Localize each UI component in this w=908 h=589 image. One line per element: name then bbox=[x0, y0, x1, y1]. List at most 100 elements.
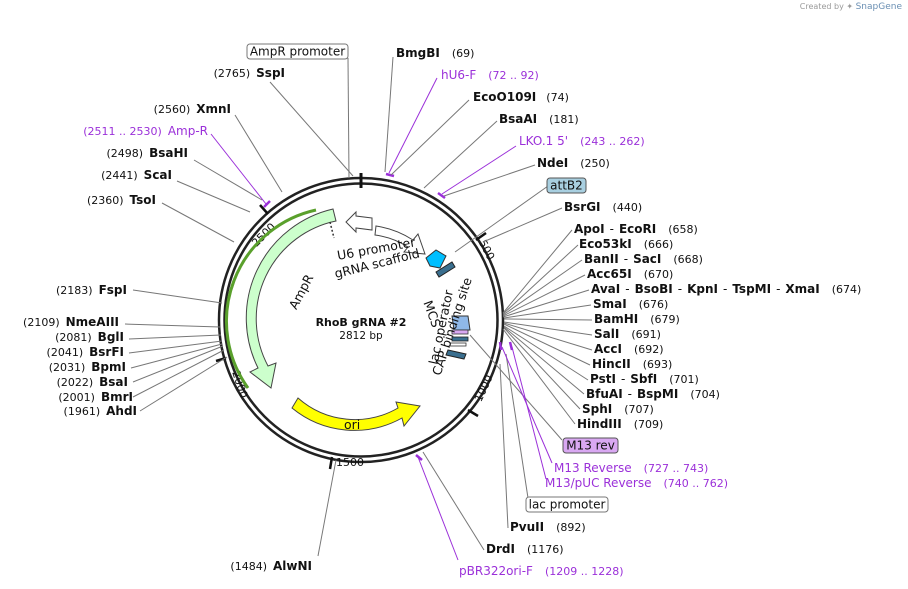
leader-ndei bbox=[443, 164, 536, 197]
site-ampr-primer[interactable]: (2511 .. 2530)Amp-R bbox=[83, 124, 208, 138]
site-xmni[interactable]: (2560)XmnI bbox=[154, 102, 231, 116]
site-scai[interactable]: (2441)ScaI bbox=[101, 168, 172, 182]
leader-attb2 bbox=[454, 185, 549, 253]
leader-pvuii bbox=[499, 363, 509, 529]
leader-acc65i bbox=[502, 274, 586, 317]
ampr-feature[interactable] bbox=[224, 208, 337, 389]
m13rev-label: M13 rev bbox=[566, 439, 615, 453]
site-smai[interactable]: SmaI(676) bbox=[593, 297, 668, 311]
site-m13-reverse[interactable]: M13 Reverse(727 .. 743) bbox=[554, 461, 708, 475]
ampr-promoter-arrow[interactable] bbox=[345, 210, 373, 234]
leader-bpmi bbox=[130, 343, 223, 369]
leader-m13puc bbox=[511, 346, 547, 480]
leader-hindiii bbox=[502, 328, 576, 425]
site-sali[interactable]: SalI(691) bbox=[594, 327, 661, 341]
site-acc65i[interactable]: Acc65I(670) bbox=[587, 267, 673, 281]
site-bpmi[interactable]: (2031)BpmI bbox=[49, 360, 126, 374]
leader-lko1 bbox=[441, 145, 517, 195]
site-eco53ki[interactable]: Eco53kI(666) bbox=[579, 237, 673, 251]
site-apoi[interactable]: ApoI-EcoRI(658) bbox=[574, 222, 698, 236]
leader-bsrgi bbox=[482, 207, 563, 243]
ori-label: ori bbox=[344, 417, 360, 432]
site-bsahi[interactable]: (2498)BsaHI bbox=[107, 146, 188, 160]
lac-operator-shape[interactable] bbox=[451, 336, 469, 342]
lac-promoter-shape[interactable] bbox=[449, 342, 467, 347]
site-hincii[interactable]: HincII(693) bbox=[592, 357, 672, 371]
ampr-primer-marker bbox=[263, 200, 271, 208]
site-bgli[interactable]: (2081)BglI bbox=[55, 330, 124, 344]
site-banii[interactable]: BanII-SacI(668) bbox=[584, 252, 703, 266]
boxed-labels: AmpR promoter attB2 M13 rev lac promoter bbox=[246, 43, 619, 513]
leader-hu6f bbox=[388, 77, 438, 174]
leader-bamhi bbox=[503, 318, 593, 321]
snapgene-logo-icon: ✦ bbox=[846, 2, 854, 11]
leader-drdi bbox=[422, 451, 485, 551]
ampr-dotted-mark bbox=[329, 221, 335, 239]
site-drdi[interactable]: DrdI(1176) bbox=[486, 542, 564, 556]
leader-bsaai bbox=[423, 120, 498, 189]
grna-scaffold-shape[interactable] bbox=[425, 249, 447, 269]
leader-hincii bbox=[503, 323, 591, 366]
site-ndei[interactable]: NdeI(250) bbox=[537, 156, 610, 170]
leader-sphi bbox=[503, 327, 581, 410]
leader-apoi bbox=[502, 229, 573, 314]
leader-sali bbox=[503, 321, 593, 336]
site-hindiii[interactable]: HindIII(709) bbox=[577, 417, 663, 431]
pbr322-marker bbox=[415, 454, 423, 461]
site-sspi[interactable]: (2765)SspI bbox=[214, 66, 285, 80]
leader-alwni bbox=[317, 459, 337, 557]
plasmid-size: 2812 bp bbox=[339, 330, 383, 342]
site-lko1[interactable]: LKO.1 5'(243 .. 262) bbox=[519, 134, 645, 148]
site-bsaai[interactable]: BsaAI(181) bbox=[499, 112, 579, 126]
leader-pbr322 bbox=[417, 456, 459, 561]
site-bmri[interactable]: (2001)BmrI bbox=[58, 390, 133, 404]
site-fspi[interactable]: (2183)FspI bbox=[56, 283, 127, 297]
leader-banii bbox=[502, 259, 583, 316]
site-avai[interactable]: AvaI-BsoBI-KpnI-TspMI-XmaI(674) bbox=[591, 282, 861, 296]
site-tsoi[interactable]: (2360)TsoI bbox=[87, 193, 156, 207]
site-eco0109i[interactable]: EcoO109I(74) bbox=[473, 90, 569, 104]
site-bmgbi[interactable]: BmgBI(69) bbox=[396, 46, 474, 60]
tick-500 bbox=[475, 231, 487, 242]
site-m13puc-reverse[interactable]: M13/pUC Reverse(740 .. 762) bbox=[545, 476, 728, 490]
site-bfuai[interactable]: BfuAI-BspMI(704) bbox=[586, 387, 720, 401]
tick-1000 bbox=[467, 408, 479, 418]
leader-bsrfi bbox=[128, 340, 223, 354]
site-hu6f[interactable]: hU6-F(72 .. 92) bbox=[441, 68, 539, 82]
scale-label-1000: 1000 bbox=[472, 373, 496, 404]
ampr-promoter-box[interactable] bbox=[246, 43, 349, 60]
attb2-shape[interactable] bbox=[435, 261, 456, 278]
leader-fspi bbox=[132, 289, 223, 304]
primer-leader-lines bbox=[210, 77, 553, 561]
snapgene-credit: Created by ✦ SnapGene bbox=[800, 2, 902, 12]
leader-ampr-primer bbox=[210, 133, 267, 205]
site-sphi[interactable]: SphI(707) bbox=[582, 402, 654, 416]
attb2-box[interactable] bbox=[546, 177, 587, 194]
site-bsai[interactable]: (2022)BsaI bbox=[57, 375, 128, 389]
backbone bbox=[217, 173, 505, 464]
cap-binding-shape[interactable] bbox=[445, 349, 467, 360]
mcs-shape[interactable] bbox=[451, 315, 471, 331]
ampr-arrow[interactable] bbox=[245, 208, 337, 389]
site-psti[interactable]: PstI-SbfI(701) bbox=[590, 372, 699, 386]
site-bsrgi[interactable]: BsrGI(440) bbox=[564, 200, 642, 214]
site-pbr322ori-f[interactable]: pBR322ori-F(1209 .. 1228) bbox=[459, 564, 624, 578]
site-acci[interactable]: AccI(692) bbox=[594, 342, 664, 356]
u6-promoter-arrow[interactable] bbox=[374, 225, 426, 255]
m13-reverse-marker bbox=[498, 341, 503, 351]
ori-arrow[interactable] bbox=[291, 397, 421, 431]
m13rev-box[interactable] bbox=[562, 437, 619, 454]
leader-lac-promoter bbox=[505, 353, 529, 499]
leader-nmeaiii bbox=[124, 323, 221, 328]
site-alwni[interactable]: (1484)AlwNI bbox=[230, 559, 312, 573]
site-pvuii[interactable]: PvuII(892) bbox=[510, 520, 586, 534]
site-bamhi[interactable]: BamHI(679) bbox=[594, 312, 680, 326]
site-ahdi[interactable]: (1961)AhdI bbox=[64, 404, 137, 418]
site-bsrfi[interactable]: (2041)BsrFI bbox=[47, 345, 124, 359]
ampr-cds-marker bbox=[224, 208, 317, 389]
lac-promoter-box[interactable] bbox=[525, 496, 609, 513]
site-nmeaiii[interactable]: (2109)NmeAIII bbox=[23, 315, 119, 329]
m13rev-shape[interactable] bbox=[451, 329, 469, 335]
leader-bfuai bbox=[503, 326, 585, 395]
leader-bsahi bbox=[193, 159, 263, 201]
